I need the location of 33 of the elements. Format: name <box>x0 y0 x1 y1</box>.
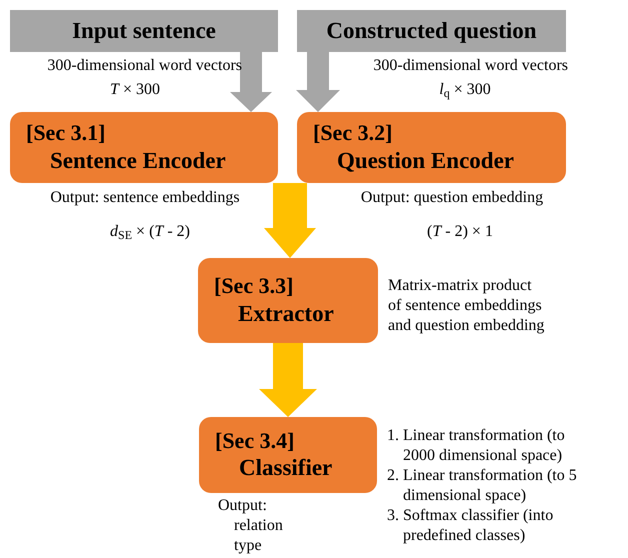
section-tag: [Sec 3.4] <box>215 426 294 454</box>
annotation-text: Output: question embedding <box>360 188 544 208</box>
block-arrow <box>296 52 340 112</box>
input-title: Input sentence <box>72 16 216 45</box>
module-title: Sentence Encoder <box>49 146 226 175</box>
block-arrow <box>230 52 272 112</box>
input-band <box>297 10 566 52</box>
annotation-text: (T - 2) × 1 <box>426 222 494 242</box>
module-title: Extractor <box>237 300 334 328</box>
process-box <box>10 112 278 183</box>
section-tag: [Sec 3.1] <box>26 119 106 147</box>
annotation-text: d$_{SE}$ × (T - 2) <box>109 222 191 242</box>
module-title: Classifier <box>238 454 332 482</box>
block-arrow <box>259 343 317 417</box>
annotation-text: l$_{q}$ × 300 <box>438 80 492 100</box>
annotation-text: Output: relation type <box>218 496 284 556</box>
process-box <box>198 258 378 343</box>
annotation-text: 1. Linear transformation (to 2000 dimensional space) <box>387 426 566 466</box>
section-tag: [Sec 3.3] <box>214 272 294 300</box>
annotation-text: 300-dimensional word vectors <box>372 56 568 76</box>
annotation-text: Matrix-matrix product of sentence embeddings and question embedding <box>388 276 546 336</box>
annotation-text: 300-dimensional word vectors <box>46 56 242 76</box>
block-arrow <box>264 183 316 258</box>
input-band <box>10 10 278 52</box>
section-tag: [Sec 3.2] <box>313 119 392 147</box>
annotation-text: 2. Linear transformation (to 5 dimensional space) <box>387 466 578 506</box>
annotation-text: 3. Softmax classifier (into predefined classes) <box>387 506 554 546</box>
process-box <box>199 417 377 493</box>
annotation-text: T × 300 <box>109 80 161 100</box>
annotation-text: Output: sentence embeddings <box>49 188 241 208</box>
process-box <box>297 112 566 183</box>
input-title: Constructed question <box>326 16 537 45</box>
module-title: Question Encoder <box>336 146 514 175</box>
